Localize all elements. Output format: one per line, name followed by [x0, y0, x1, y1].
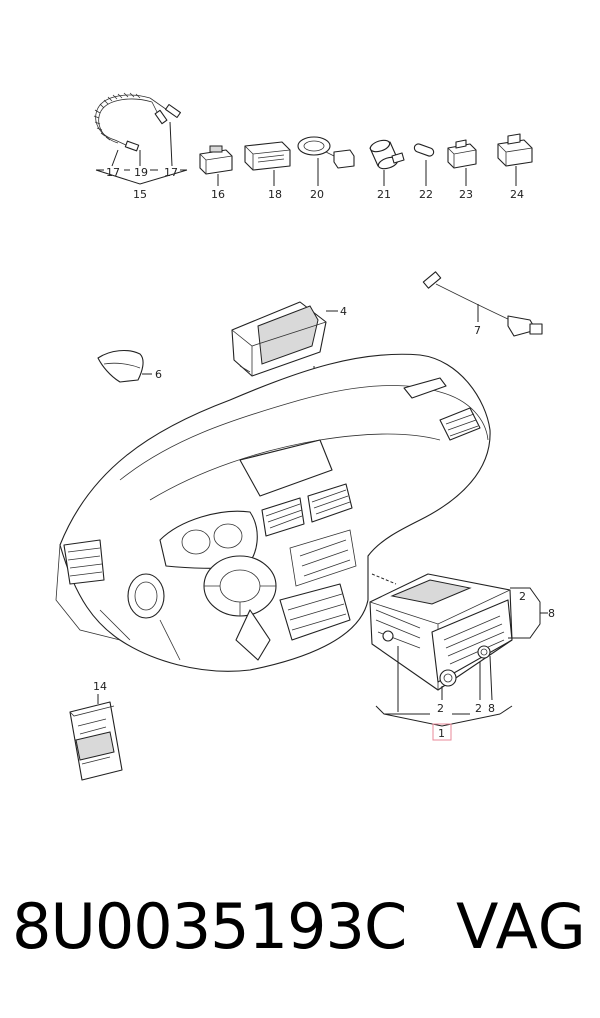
- callout-24: 24: [510, 188, 524, 201]
- callout-23: 23: [459, 188, 473, 201]
- cylinder-21: [369, 139, 405, 170]
- cable-assembly-15: [93, 92, 182, 152]
- callout-19: 19: [134, 166, 148, 179]
- dashboard: [55, 353, 491, 672]
- callout-8a: 8: [548, 607, 555, 620]
- connector-20: [297, 136, 355, 169]
- callout-8b: 8: [488, 702, 495, 715]
- radio-unit-1: [369, 573, 513, 691]
- cap-23: [447, 139, 477, 169]
- brand: VAG: [456, 890, 587, 963]
- callout-17a: 17: [106, 166, 120, 179]
- callout-18: 18: [268, 188, 282, 201]
- callout-2b: 2: [437, 702, 444, 715]
- callout-14: 14: [93, 680, 107, 693]
- footer: 8U0035193C VAG: [0, 890, 600, 980]
- antenna-6: [97, 349, 144, 383]
- callout-7: 7: [474, 324, 481, 337]
- callout-17b: 17: [164, 166, 178, 179]
- module-18: [244, 141, 291, 171]
- callout-4: 4: [340, 305, 347, 318]
- part-number: 8U0035193C: [12, 890, 407, 963]
- manual-14: [69, 701, 123, 781]
- callout-6: 6: [155, 368, 162, 381]
- callout-22: 22: [419, 188, 433, 201]
- callout-16: 16: [211, 188, 225, 201]
- callout-1-highlight: [432, 723, 452, 741]
- callout-1: 1: [438, 727, 445, 740]
- callout-21: 21: [377, 188, 391, 201]
- pin-22: [413, 143, 435, 157]
- display-4: [231, 301, 327, 377]
- callout-20: 20: [310, 188, 324, 201]
- callout-2c: 2: [475, 702, 482, 715]
- connector-16: [199, 145, 233, 175]
- connector-24: [497, 133, 533, 167]
- callout-15: 15: [133, 188, 147, 201]
- cable-7: [422, 271, 543, 337]
- callout-2a: 2: [519, 590, 526, 603]
